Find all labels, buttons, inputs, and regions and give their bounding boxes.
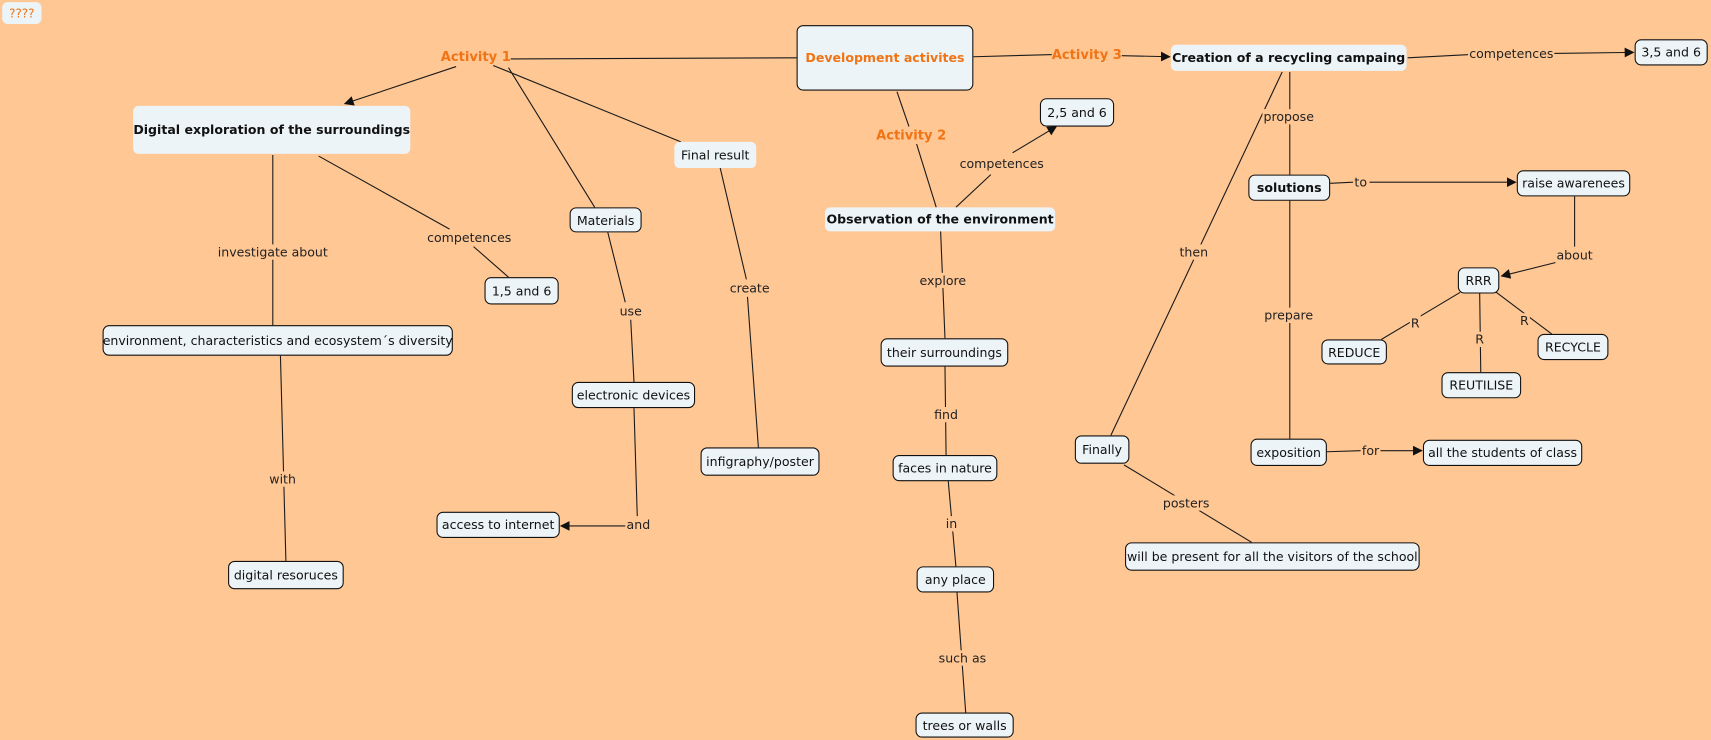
link-r-reutilise: R [1474, 331, 1486, 348]
node-access-to-internet[interactable]: access to internet [436, 511, 560, 538]
link-competences-3: competences [1468, 45, 1555, 62]
activity-1-label: Activity 1 [440, 49, 511, 65]
node-creation-recycling-campaign[interactable]: Creation of a recycling campaing [1170, 44, 1407, 71]
link-r-reduce: R [1409, 315, 1421, 331]
activity-3-label: Activity 3 [1051, 46, 1122, 63]
node-reutilise[interactable]: REUTILISE [1441, 372, 1522, 399]
link-find: find [933, 407, 960, 423]
node-electronic-devices[interactable]: electronic devices [571, 381, 696, 409]
link-create: create [728, 280, 771, 296]
node-observation[interactable]: Observation of the environment [824, 207, 1056, 232]
link-to: to [1353, 174, 1369, 190]
node-their-surroundings[interactable]: their surroundings [880, 338, 1009, 367]
link-then: then [1178, 244, 1210, 260]
link-prepare: prepare [1263, 307, 1315, 323]
link-posters: posters [1161, 495, 1211, 511]
node-development-activities[interactable]: Development activites [796, 25, 974, 91]
node-recycle[interactable]: RECYCLE [1537, 333, 1609, 361]
link-competences-2: competences [958, 156, 1045, 172]
node-all-students[interactable]: all the students of class [1422, 439, 1583, 466]
link-r-recycle: R [1518, 313, 1530, 329]
link-competences-1: competences [426, 230, 513, 246]
link-propose: propose [1262, 109, 1316, 125]
node-raise-awareness[interactable]: raise awarenees [1516, 170, 1631, 197]
link-explore: explore [918, 272, 968, 289]
node-exposition[interactable]: exposition [1250, 438, 1327, 466]
node-digital-resources[interactable]: digital resoruces [228, 560, 344, 590]
node-digital-exploration[interactable]: Digital exploration of the surroundings [133, 105, 411, 154]
node-faces-in-nature[interactable]: faces in nature [892, 455, 998, 482]
node-any-place[interactable]: any place [916, 566, 995, 593]
node-trees-or-walls[interactable]: trees or walls [915, 712, 1014, 738]
node-reduce[interactable]: REDUCE [1321, 339, 1387, 365]
node-final-result[interactable]: Final result [674, 141, 757, 169]
activity-2-label: Activity 2 [876, 127, 947, 143]
node-environment[interactable]: environment, characteristics and ecosyst… [102, 325, 453, 356]
node-competences-156[interactable]: 1,5 and 6 [484, 277, 559, 305]
node-materials[interactable]: Materials [569, 207, 642, 233]
link-with: with [268, 471, 298, 487]
link-investigate-about: investigate about [216, 244, 329, 260]
node-competences-356[interactable]: 3,5 and 6 [1634, 39, 1708, 66]
link-and: and [625, 517, 652, 533]
link-use: use [618, 303, 643, 319]
node-solutions[interactable]: solutions [1248, 174, 1331, 201]
corner-badge[interactable]: ???? [2, 2, 42, 25]
node-finally[interactable]: Finally [1074, 435, 1130, 464]
link-about: about [1555, 247, 1594, 263]
link-for: for [1360, 443, 1381, 459]
node-competences-256[interactable]: 2,5 and 6 [1039, 98, 1115, 127]
node-visitors[interactable]: will be present for all the visitors of … [1125, 542, 1420, 571]
link-in: in [944, 516, 959, 532]
node-rrr[interactable]: RRR [1457, 267, 1500, 294]
node-infigraphy-poster[interactable]: infigraphy/poster [700, 447, 820, 476]
link-such-as: such as [937, 650, 988, 666]
